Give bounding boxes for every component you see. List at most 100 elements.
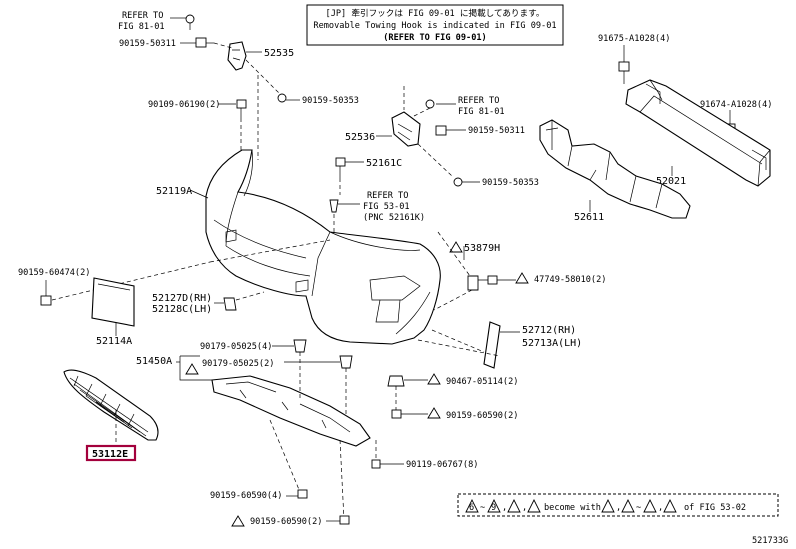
warning-triangle-icon [427,407,441,419]
part-51450a[interactable]: 51450A [136,356,172,367]
refer-8101-left[interactable]: REFER TO FIG 81-01 [118,11,165,32]
warning-triangle-icon [601,498,615,513]
bolt-icon [335,157,346,178]
screw-icon [435,125,447,136]
plate-52114a[interactable] [91,277,135,327]
part-52712[interactable]: 52712(RH) [522,325,576,336]
warning-triangle-icon [507,498,521,513]
note-line-3: (REFER TO FIG 09-01) [383,33,486,43]
bracket-52536[interactable] [391,111,421,147]
bolt-icon [618,61,630,84]
legend-fig-ref: of FIG 53-02 [684,503,746,513]
bolt-90109-06190[interactable]: 90109-06190(2) [148,100,220,110]
refer-8101-right[interactable]: REFER TO FIG 81-01 [458,96,505,117]
bumper-reinforcement-52021[interactable] [625,79,771,187]
bolt-icon [391,409,402,419]
bracket-52535[interactable] [227,41,247,71]
refer-8101-right-line1: REFER TO [458,96,499,106]
svg-text:,: , [522,503,527,513]
bolt-icon [40,295,52,306]
bolt-90179-05025-2[interactable]: 90179-05025(2) [202,359,274,369]
clip-icon [293,339,307,353]
clip-icon [425,99,435,109]
bolt-icon [297,489,308,499]
warning-triangle-icon [487,498,501,513]
part-52128c[interactable]: 52128C(LH) [152,304,212,315]
grille-53112e[interactable] [63,369,159,441]
part-52536[interactable]: 52536 [345,132,375,143]
bracket-icon [223,297,237,311]
svg-text:6: 6 [469,503,474,513]
bolt-90159-50311-right[interactable]: 90159-50311 [468,126,525,136]
bumper-cover-52119a[interactable] [205,149,441,345]
clip-90467-05114[interactable]: 90467-05114(2) [446,377,518,387]
refer-5301-line1: REFER TO [367,191,408,201]
bolt-47749-58010[interactable]: 47749-58010(2) [534,275,606,285]
part-52127d[interactable]: 52127D(RH) [152,293,212,304]
bolt-90159-60590-4[interactable]: 90159-60590(4) [210,491,282,501]
clip-icon [467,275,479,291]
clip-icon [185,14,195,30]
svg-text:,: , [616,503,621,513]
svg-text:~: ~ [480,503,485,513]
clip-icon [339,355,353,369]
bolt-90159-50353[interactable]: 90159-50353 [302,96,359,106]
note-box: [JP] 牽引フックは FIG 09-01 に掲載してあります。 Removab… [306,4,564,46]
refer-8101-left-line1: REFER TO [122,11,163,21]
svg-text:,: , [502,503,507,513]
bolt-90159-60590-2[interactable]: 90159-60590(2) [250,517,322,527]
bolt-icon [236,99,247,118]
refer-5301-line3: (PNC 52161K) [363,213,425,223]
part-53112e-highlight-box [85,444,137,462]
warning-triangle-icon [515,272,529,284]
warning-triangle-icon [231,515,245,527]
bolt-90119-06767[interactable]: 90119-06767(8) [406,460,478,470]
warning-triangle-icon [527,498,541,513]
warning-triangle-icon [185,363,199,375]
warning-triangle-icon [465,498,479,513]
part-53112e[interactable]: 53112E [92,449,128,460]
screw-icon [487,275,498,285]
bolt-90159-50353-right[interactable]: 90159-50353 [482,178,539,188]
refer-5301[interactable]: REFER TO FIG 53-01 (PNC 52161K) [363,191,425,223]
clip-icon [371,459,381,469]
part-53879h[interactable]: 53879H [464,243,500,254]
part-52161c[interactable]: 52161C [366,158,402,169]
refer-8101-right-line2: FIG 81-01 [458,107,505,117]
bolt-91674-a1028[interactable]: 91674-A1028(4) [700,100,772,110]
part-52611[interactable]: 52611 [574,212,604,223]
note-line-2: Removable Towing Hook is indicated in FI… [313,21,556,31]
part-52114a[interactable]: 52114A [96,336,132,347]
svg-text:9: 9 [491,503,496,513]
legend-box: 6 ~ 9 , , become with , ~ , of FIG 53-02 [457,493,779,517]
part-52535[interactable]: 52535 [264,48,294,59]
part-52021[interactable]: 52021 [656,176,686,187]
warning-triangle-icon [427,373,441,385]
bolt-90179-05025-4[interactable]: 90179-05025(4) [200,342,272,352]
figure-id: 521733G [752,536,788,546]
warning-triangle-icon [621,498,635,513]
refer-8101-left-line2: FIG 81-01 [118,22,165,32]
svg-text:~: ~ [636,503,641,513]
part-52119a[interactable]: 52119A [156,186,192,197]
energy-absorber-52611[interactable] [539,119,691,219]
bolt-icon [339,515,350,525]
clip-icon [329,199,339,213]
screw-icon [195,37,214,48]
warning-triangle-icon [643,498,657,513]
bolt-90159-50311[interactable]: 90159-50311 [119,39,176,49]
svg-text:,: , [658,503,663,513]
clip-icon [453,177,463,187]
warning-triangle-icon [449,241,463,253]
refer-5301-line2: FIG 53-01 [363,202,410,212]
undercover-51450a[interactable] [211,375,371,447]
warning-triangle-icon [663,498,677,513]
bolt-90159-60590-right[interactable]: 90159-60590(2) [446,411,518,421]
bolt-90159-60474[interactable]: 90159-60474(2) [18,268,90,278]
bolt-91675-a1028[interactable]: 91675-A1028(4) [598,34,670,44]
note-line-1: [JP] 牽引フックは FIG 09-01 に掲載してあります。 [326,7,545,19]
part-52713a[interactable]: 52713A(LH) [522,338,582,349]
molding-52712[interactable] [483,321,501,369]
retainer-icon [387,375,405,387]
